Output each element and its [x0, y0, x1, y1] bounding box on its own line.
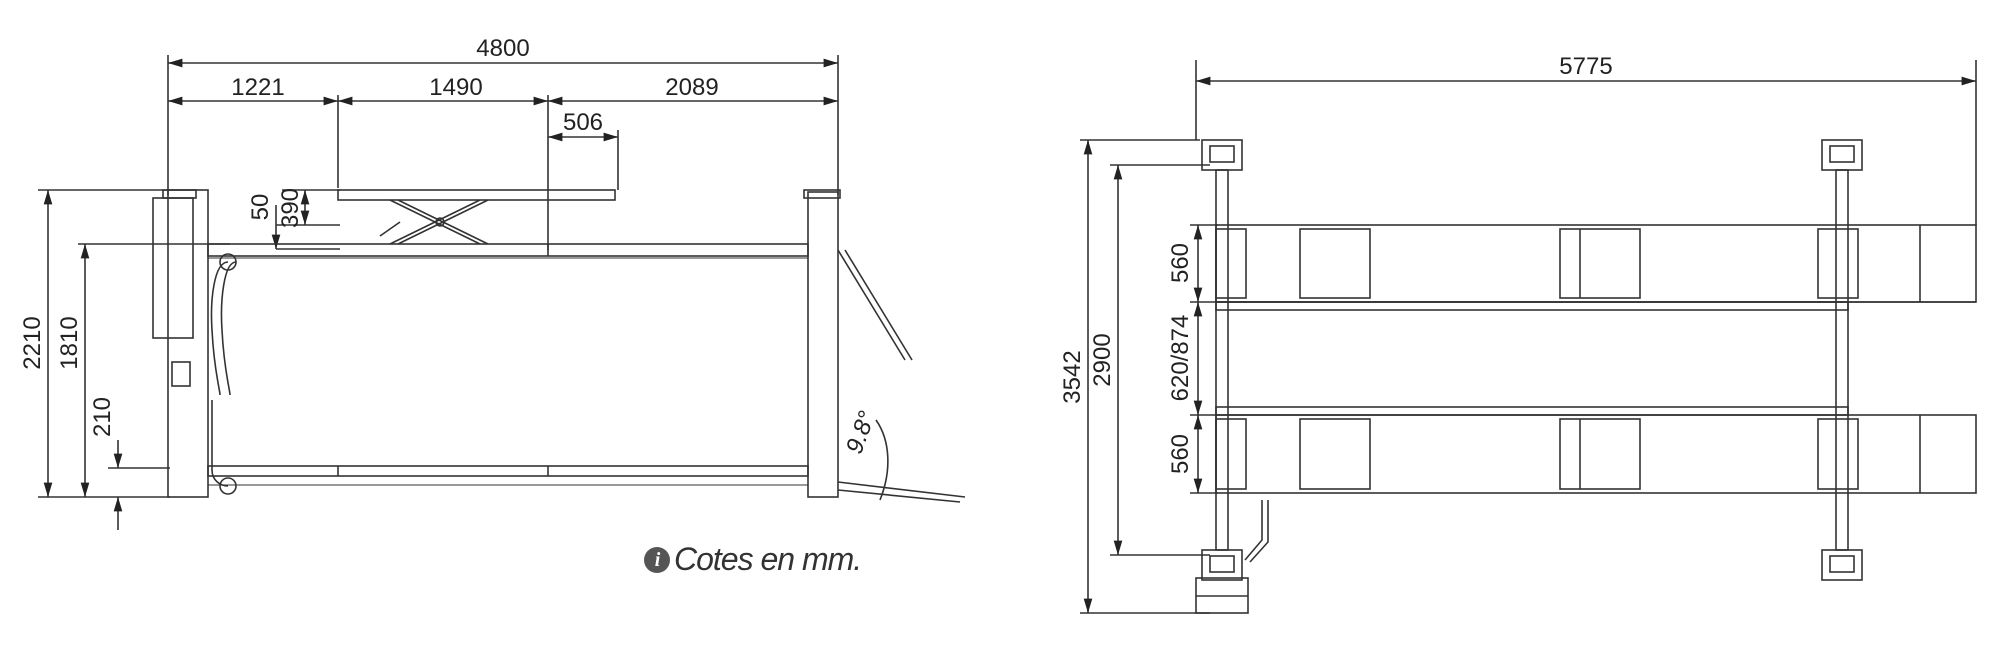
dim-jack-stroke-a: 50	[247, 194, 274, 221]
side-view	[38, 55, 966, 530]
units-note-text: Cotes en mm.	[674, 541, 862, 577]
dim-runway-gap: 620/874	[1167, 315, 1194, 402]
dim-segment-middle: 1490	[429, 74, 482, 101]
dim-top-overall-width: 3542	[1059, 350, 1086, 403]
units-note: i Cotes en mm.	[644, 541, 862, 578]
dim-top-overall-length: 5775	[1559, 53, 1612, 80]
dim-segment-rear: 2089	[665, 74, 718, 101]
dim-segment-front: 1221	[231, 74, 284, 101]
dim-min-height: 210	[89, 397, 116, 437]
top-view	[1080, 60, 1977, 614]
dim-runway-width-top: 560	[1167, 243, 1194, 283]
dim-overall-length: 4800	[476, 35, 529, 62]
dim-jack-stroke-b: 390	[277, 188, 304, 228]
top-view-dimensions: 5775 3542 2900 560 620/874 560	[1059, 53, 1613, 474]
dim-platform-height: 1810	[56, 316, 83, 369]
dim-ramp-angle: 9.8°	[841, 407, 881, 457]
side-view-dimensions: 4800 1221 1490 2089 506 2210 1810 210 50…	[19, 35, 881, 457]
dim-runway-width-bottom: 560	[1167, 434, 1194, 474]
info-icon: i	[644, 546, 670, 573]
dim-jack-offset: 506	[563, 109, 603, 136]
dim-overall-height: 2210	[19, 316, 46, 369]
dim-post-spacing: 2900	[1089, 333, 1116, 386]
